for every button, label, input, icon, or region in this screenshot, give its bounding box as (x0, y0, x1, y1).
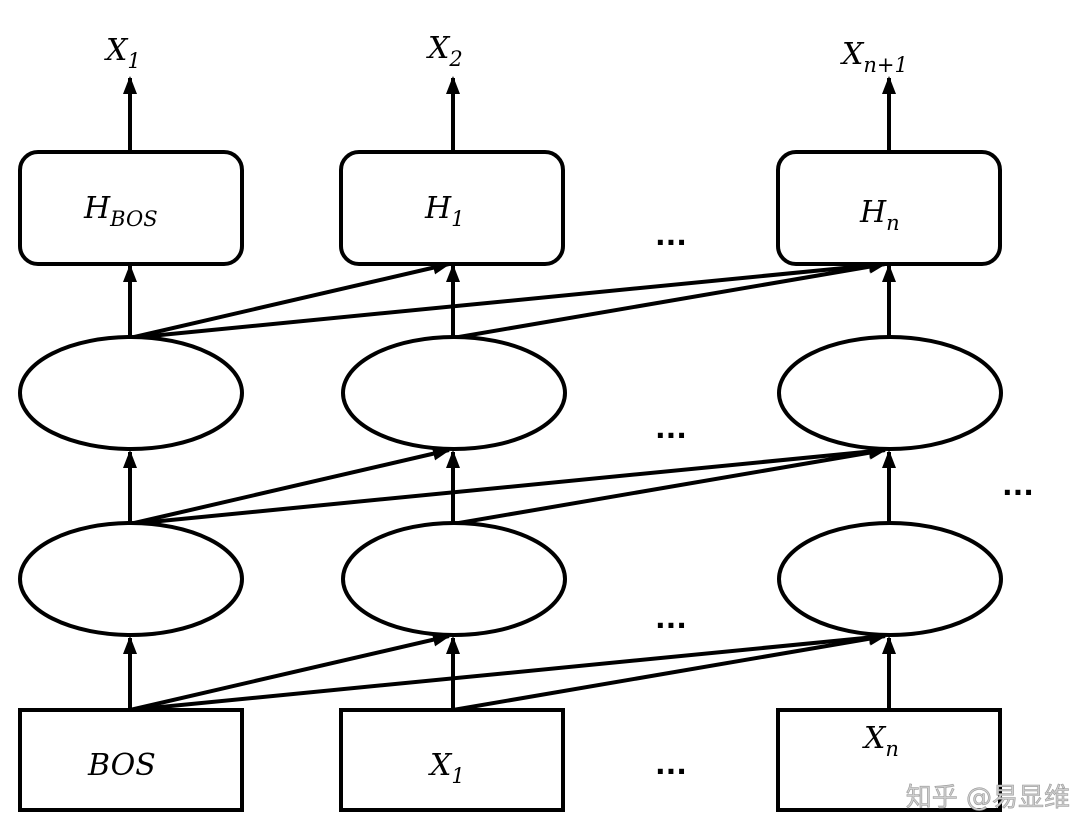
ellipsis-layer-2: ... (655, 412, 687, 445)
output-label-n-plus-1: Xn+1 (840, 37, 908, 77)
ellipsis-input-row: ... (655, 748, 687, 781)
attention-arrow (129, 258, 887, 340)
input-label-1: X1 (428, 748, 465, 788)
attention-arrow (129, 260, 451, 340)
attention-arrow (452, 259, 887, 340)
output-label-1: X1 (104, 33, 141, 73)
hidden-box (18, 150, 244, 266)
attention-arrow (452, 631, 887, 712)
attention-arrow (129, 632, 451, 712)
output-label-2: X2 (426, 31, 463, 71)
input-label-n: Xn (862, 721, 899, 761)
input-box (339, 708, 565, 812)
layer-2-node (341, 335, 567, 451)
input-box (776, 708, 1002, 812)
attention-arrow (129, 630, 887, 712)
watermark: 知乎 @易显维 (906, 783, 1070, 813)
attention-arrow (129, 444, 887, 526)
ellipsis-hidden-row: ... (655, 219, 687, 252)
layer-2-node (18, 335, 244, 451)
hidden-label-bos: HBOS (83, 191, 158, 231)
layer-2-node (777, 335, 1003, 451)
input-label-bos: BOS (87, 748, 156, 783)
layer-1-node (777, 521, 1003, 637)
edges (123, 76, 896, 712)
layer-1-node (341, 521, 567, 637)
nodes (18, 150, 1003, 812)
attention-arrow (129, 446, 451, 526)
hidden-box (776, 150, 1002, 266)
ellipsis-layer-1: ... (655, 602, 687, 635)
hidden-box (339, 150, 565, 266)
ellipsis-right: ... (1002, 469, 1034, 502)
hidden-label-1: H1 (424, 191, 465, 231)
hidden-label-n: Hn (859, 195, 900, 235)
input-box (18, 708, 244, 812)
attention-arrow (452, 445, 887, 526)
layer-1-node (18, 521, 244, 637)
